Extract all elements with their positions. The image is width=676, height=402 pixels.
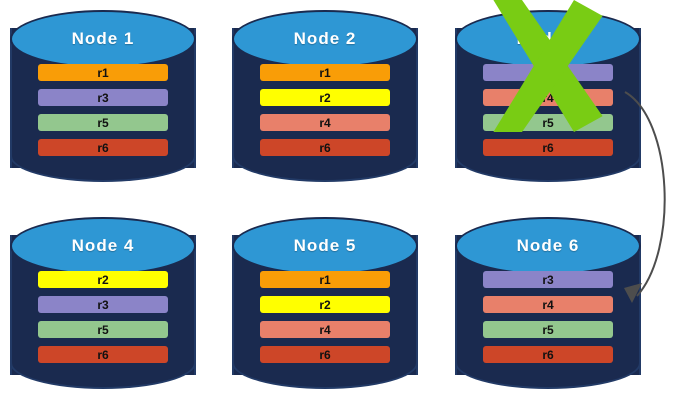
node-cylinder-2[interactable]: Node 2 r1 r2 r4 r6 [232, 6, 418, 182]
cylinder-top-cap: Node 2 [232, 10, 418, 68]
replica-row[interactable]: r6 [483, 346, 613, 363]
replica-row[interactable]: r5 [38, 114, 168, 131]
cylinder-top-cap: Node 3 [455, 10, 641, 68]
node-label: Node 2 [293, 29, 357, 48]
node-label: Node 3 [516, 29, 580, 48]
replica-row[interactable]: r4 [260, 321, 390, 338]
replica-row[interactable]: r2 [38, 271, 168, 288]
replica-row[interactable]: r5 [483, 321, 613, 338]
replica-row-list: r1 r3 r5 r6 [38, 64, 168, 164]
replica-row-list: r1 r2 r4 r6 [260, 64, 390, 164]
replica-row[interactable]: r3 [483, 271, 613, 288]
replica-row-list: r2 r3 r5 r6 [38, 271, 168, 371]
node-cylinder-6[interactable]: Node 6 r3 r4 r5 r6 [455, 213, 641, 389]
replica-row[interactable]: r4 [260, 114, 390, 131]
replica-row-list: r1 r2 r4 r6 [260, 271, 390, 371]
node-cylinder-3[interactable]: Node 3 r3 r4 r5 r6 [455, 0, 641, 182]
node-cylinder-4[interactable]: Node 4 r2 r3 r5 r6 [10, 213, 196, 389]
replica-row[interactable]: r6 [38, 139, 168, 156]
replica-row[interactable]: r6 [260, 346, 390, 363]
node-label: Node 4 [71, 236, 135, 255]
cylinder-top-cap: Node 4 [10, 217, 196, 275]
replica-row-list: r3 r4 r5 r6 [483, 64, 613, 164]
cylinder-top-cap: Node 1 [10, 10, 196, 68]
replica-row[interactable]: r1 [260, 271, 390, 288]
replica-row[interactable]: r5 [38, 321, 168, 338]
cylinder-top-cap: Node 5 [232, 217, 418, 275]
replica-row[interactable]: r2 [260, 89, 390, 106]
replica-row-list: r3 r4 r5 r6 [483, 271, 613, 371]
replica-row[interactable]: r1 [260, 64, 390, 81]
node-label: Node 1 [71, 29, 135, 48]
replica-row[interactable]: r5 [483, 114, 613, 131]
cylinder-top-cap: Node 6 [455, 217, 641, 275]
replica-row[interactable]: r3 [38, 89, 168, 106]
node-label: Node 5 [293, 236, 357, 255]
replica-row[interactable]: r1 [38, 64, 168, 81]
replica-row[interactable]: r6 [483, 139, 613, 156]
node-cylinder-5[interactable]: Node 5 r1 r2 r4 r6 [232, 213, 418, 389]
replica-row[interactable]: r3 [483, 64, 613, 81]
replica-row[interactable]: r4 [483, 89, 613, 106]
replica-row[interactable]: r2 [260, 296, 390, 313]
replica-row[interactable]: r6 [38, 346, 168, 363]
replica-row[interactable]: r3 [38, 296, 168, 313]
replica-row[interactable]: r4 [483, 296, 613, 313]
node-cylinder-1[interactable]: Node 1 r1 r3 r5 r6 [10, 6, 196, 182]
replica-row[interactable]: r6 [260, 139, 390, 156]
node-label: Node 6 [516, 236, 580, 255]
